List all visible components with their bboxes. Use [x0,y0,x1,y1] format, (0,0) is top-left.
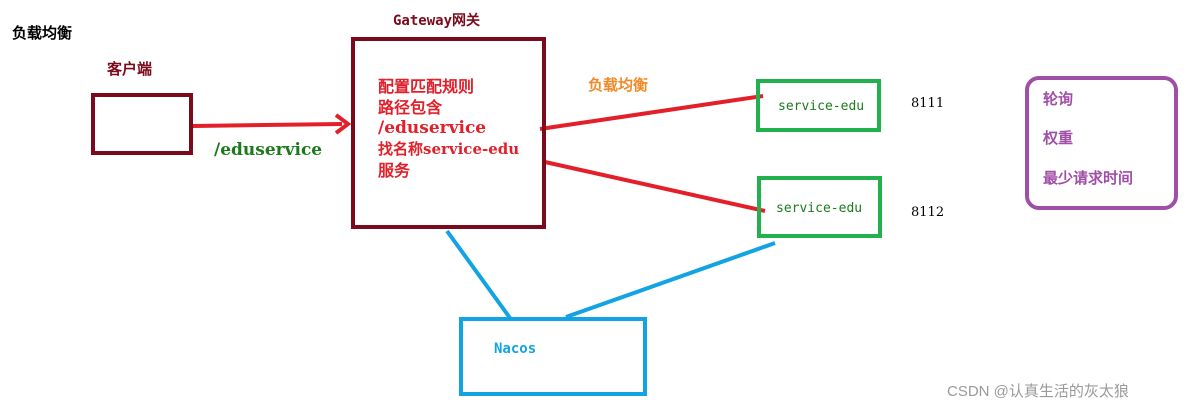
gateway-rule-line: /eduservice [378,118,487,138]
nacos-label: Nacos [494,341,537,357]
service-box-1 [756,79,881,132]
gateway-rule-line: 配置匹配规则 [378,77,475,96]
gateway-to-nacos-line [445,229,512,320]
gateway-rule-line: 找名称service-edu [378,140,520,158]
client-to-gateway-arrow [192,122,343,128]
service-name-1: service-edu [778,99,865,114]
service-port-1: 8111 [911,96,945,111]
service-port-2: 8112 [911,205,945,220]
gateway-title: Gateway网关 [393,13,481,29]
request-path-label: /eduservice [214,140,323,160]
arrow-head [334,113,352,135]
service-name-2: service-edu [776,201,863,216]
strategy-weight: 权重 [1043,129,1074,147]
gateway-to-service-2-line [544,160,766,213]
gateway-rule-line: 路径包含 [378,98,443,117]
gateway-rules: 配置匹配规则 路径包含 /eduservice 找名称service-edu 服… [378,76,519,181]
nacos-box [459,317,647,396]
strategy-least-time: 最少请求时间 [1043,169,1134,187]
load-balance-label: 负载均衡 [588,76,649,94]
diagram-title: 负载均衡 [12,24,73,42]
service-box-2 [757,176,882,238]
gateway-to-service-1-line [539,94,764,131]
strategy-box [1025,76,1178,210]
gateway-rule-line: 服务 [378,161,411,180]
strategy-round-robin: 轮询 [1043,90,1074,108]
gateway-box [351,37,546,229]
service-to-nacos-line [565,241,776,319]
watermark: CSDN @认真生活的灰太狼 [947,383,1129,400]
client-label: 客户端 [107,60,153,78]
client-box [91,93,193,155]
